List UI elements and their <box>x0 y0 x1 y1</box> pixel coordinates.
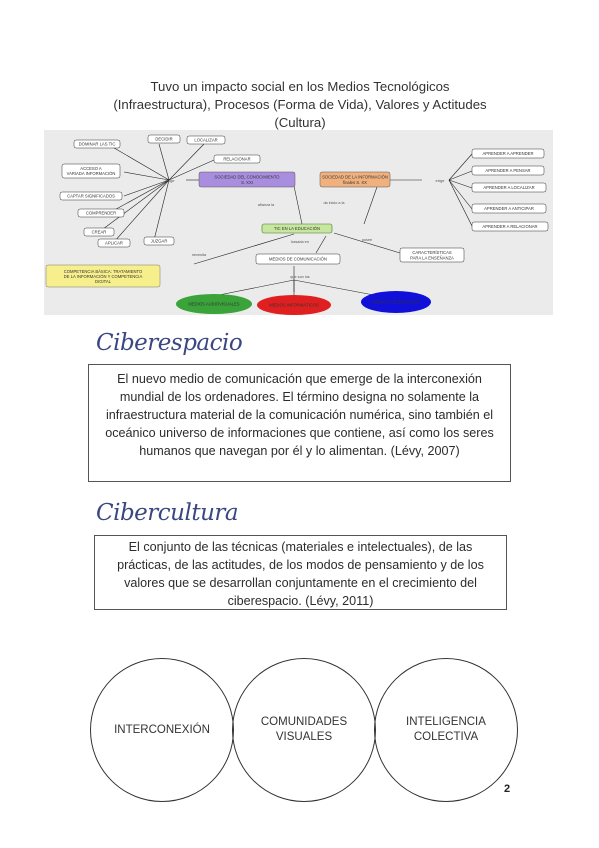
label-que-son: que son los <box>290 275 310 279</box>
caracteristicas-line1: CARACTERÍSTICAS <box>412 250 452 255</box>
node-crear: CREAR <box>92 230 107 235</box>
circle-label: INTERCONEXIÓN <box>114 723 210 736</box>
informaticos-label: MEDIOS INFORMÁTICOS <box>269 303 319 308</box>
audiovisuales-label: MEDIOS AUDIOVISUALES <box>188 302 239 307</box>
competencia-line3: DIGITAL <box>95 279 112 284</box>
right-node-group: APRENDER A APRENDER APRENDER A PENSAR AP… <box>471 148 549 232</box>
ciberespacio-definition: El nuevo medio de comunicación que emerg… <box>88 364 511 482</box>
label-posee: posee <box>362 238 372 242</box>
node-variada: VARIADA INFORMACIÓN <box>67 171 116 176</box>
node-acceso: ACCESO A <box>80 166 102 171</box>
soc-conocimiento-line1: SOCIEDAD DEL CONOCIMIENTO <box>214 175 280 180</box>
label-left-exige: exige <box>165 179 174 183</box>
node-aplicar: APLICAR <box>105 241 123 246</box>
soc-conocimiento-line2: S. XXI <box>241 180 253 185</box>
node-aprender-aprender: APRENDER A APRENDER <box>483 151 534 156</box>
soc-informacion-line1: SOCIEDAD DE LA INFORMACIÓN <box>322 175 388 180</box>
node-soc-informacion <box>319 171 391 188</box>
cibercultura-title: Cibercultura <box>96 500 239 526</box>
node-aprender-pensar: APRENDER A PENSAR <box>485 168 530 173</box>
competencia-line1: COMPETENCIA BÁSICA: TRATAMIENTO <box>64 269 143 274</box>
node-captar: CAPTAR SIGNIFICADOS <box>67 194 115 199</box>
node-relacionar: RELACIONAR <box>223 157 250 162</box>
concept-map: DOMINAR LAS TIC DECIDIR LOCALIZAR ACCESO… <box>44 130 553 315</box>
soc-informacion-line2: finales S. XX <box>343 180 367 185</box>
node-medios <box>255 253 341 265</box>
circle-comunidades: COMUNIDADES VISUALES <box>232 658 376 802</box>
node-localizar: LOCALIZAR <box>194 138 217 143</box>
node-aprender-relacionar: APRENDER A RELACIONAR <box>482 224 537 229</box>
label-necesita: necesita <box>192 253 207 257</box>
node-dominar: DOMINAR LAS TIC <box>79 142 116 147</box>
circle-label: COMUNIDADES VISUALES <box>260 716 348 743</box>
circle-label: INTELIGENCIA COLECTIVA <box>406 716 486 743</box>
caracteristicas-line2: PARA LA ENSEÑANZA <box>410 256 454 261</box>
circle-inteligencia: INTELIGENCIA COLECTIVA <box>374 658 518 802</box>
node-soc-conocimiento <box>198 171 296 188</box>
ciberespacio-title: Ciberespacio <box>96 330 243 356</box>
circle-interconexion: INTERCONEXIÓN <box>90 658 234 802</box>
node-aprender-localizar: APRENDER A LOCALIZAR <box>483 185 534 190</box>
label-inicio: da inicio a la <box>323 201 345 205</box>
page-heading: Tuvo un impacto social en los Medios Tec… <box>70 78 530 132</box>
heading-line-3: (Cultura) <box>274 115 326 130</box>
tic-label: TIC EN LA EDUCACIÓN <box>274 226 320 231</box>
heading-line-1: Tuvo un impacto social en los Medios Tec… <box>150 79 450 94</box>
node-audiovisuales <box>176 294 252 314</box>
page-number: 2 <box>504 783 511 795</box>
left-node-group: DOMINAR LAS TIC DECIDIR LOCALIZAR ACCESO… <box>59 134 261 248</box>
label-right-exige: exige <box>435 179 444 183</box>
node-decidir: DECIDIR <box>155 137 172 142</box>
label-afianza: afianza la <box>258 203 275 207</box>
medios-label: MEDIOS DE COMUNICACIÓN <box>269 257 327 262</box>
telematicos-label: MEDIOS TELEMÁTICOS <box>372 300 419 305</box>
node-comprender: COMPRENDER <box>86 211 116 216</box>
label-basada: basada en <box>291 240 309 244</box>
node-caracteristicas <box>399 247 465 263</box>
competencia-line2: DE LA INFORMACIÓN Y COMPETENCIA <box>64 274 143 279</box>
node-competencia <box>45 264 161 288</box>
cibercultura-definition: El conjunto de las técnicas (materiales … <box>94 535 507 610</box>
node-aprender-anticipar: APRENDER A ANTICIPAR <box>484 206 534 211</box>
heading-line-2: (Infraestructura), Procesos (Forma de Vi… <box>113 97 487 112</box>
node-juzgar: JUZGAR <box>151 239 168 244</box>
left-connectors <box>98 143 473 297</box>
node-informaticos <box>257 295 331 315</box>
node-tic <box>261 223 333 234</box>
node-telematicos <box>361 291 431 313</box>
